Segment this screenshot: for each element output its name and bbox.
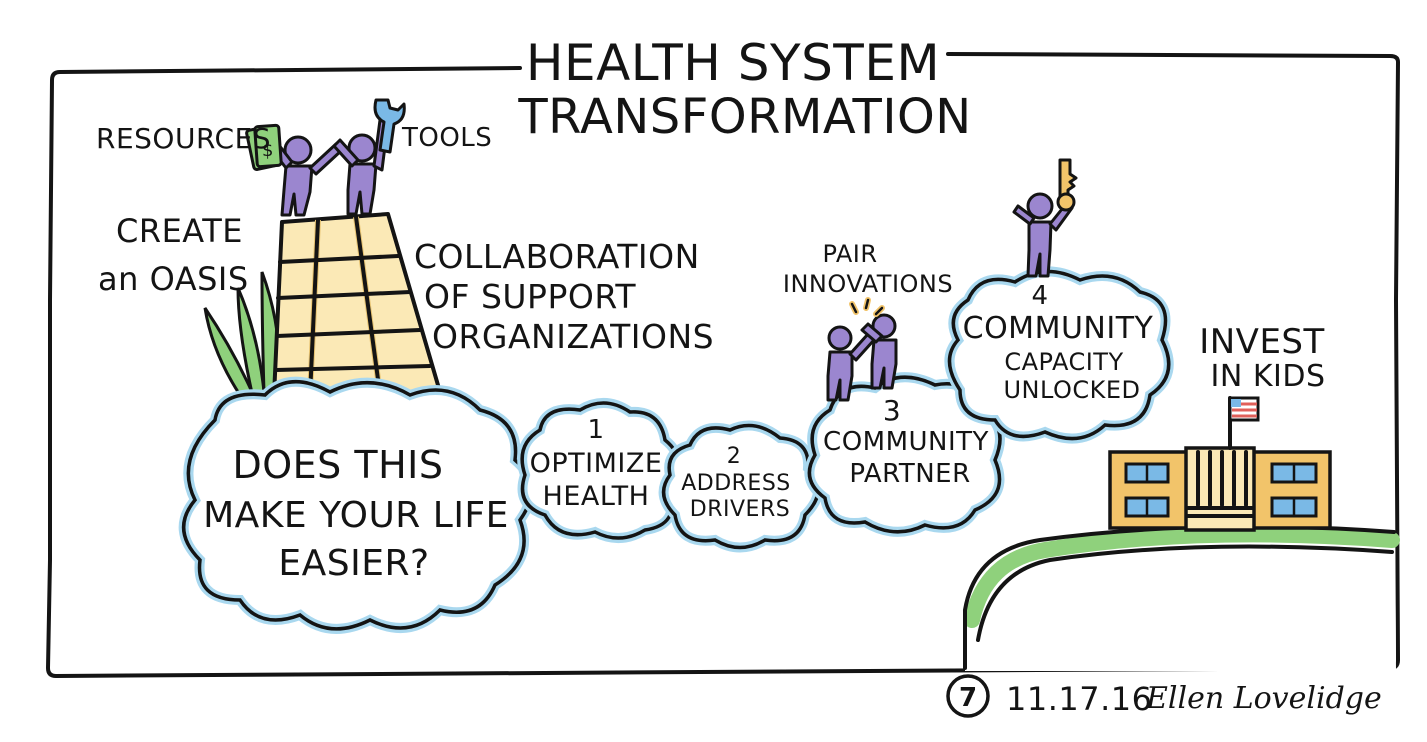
step-2-line-1: ADDRESS [681, 471, 791, 496]
spark-icon [849, 297, 885, 317]
hill [963, 524, 1400, 671]
step-3-line-1: COMMUNITY [823, 427, 989, 457]
svg-text:IN KIDS: IN KIDS [1211, 359, 1326, 394]
step-1-number: 1 [587, 415, 604, 445]
main-question-line-1: DOES THIS [233, 443, 444, 487]
svg-text:PAIR: PAIR [822, 240, 877, 268]
footer: 7 11.17.16 Ellen Lovelidge [946, 674, 1382, 718]
collaboration-label: COLLABORATION OF SUPPORT ORGANIZATIONS [414, 237, 714, 356]
svg-text:$: $ [262, 140, 273, 161]
tower-figures [264, 118, 390, 217]
step-1-line-2: HEALTH [543, 481, 650, 512]
signature: Ellen Lovelidge [1145, 681, 1382, 716]
svg-text:INNOVATIONS: INNOVATIONS [783, 270, 953, 298]
step-3-number: 3 [883, 394, 901, 427]
pair-innovations-figures [826, 297, 898, 402]
frame [46, 52, 1400, 678]
wrench-icon [373, 98, 406, 154]
step-2-number: 2 [727, 444, 742, 469]
create-oasis-label: CREATE an OASIS [98, 212, 249, 298]
main-question-line-2: MAKE YOUR LIFE [203, 495, 509, 536]
title-line-1: HEALTH SYSTEM [526, 34, 940, 92]
step-4-line-3: UNLOCKED [1003, 376, 1140, 404]
footer-date: 11.17.16 [1006, 680, 1153, 718]
pair-innovations-label: PAIR INNOVATIONS [783, 240, 953, 298]
page-number-badge [946, 674, 990, 718]
step-4-line-1: COMMUNITY [963, 311, 1154, 346]
key-icon [1056, 158, 1078, 212]
invest-in-kids-label: INVEST IN KIDS [1199, 322, 1325, 394]
step-4-line-2: CAPACITY [1004, 348, 1123, 376]
cloud-step-2: 2 ADDRESS DRIVERS [658, 420, 824, 553]
step-1-line-1: OPTIMIZE [530, 448, 663, 479]
step-2-line-2: DRIVERS [690, 497, 790, 522]
cloud-step-3: 3 COMMUNITY PARTNER [804, 372, 1005, 537]
resources-label: RESOURCES [96, 122, 271, 155]
svg-text:an OASIS: an OASIS [98, 260, 249, 298]
main-question-line-3: EASIER? [278, 543, 429, 584]
svg-text:OF SUPPORT: OF SUPPORT [424, 277, 636, 316]
school-building [1108, 396, 1332, 532]
page-number: 7 [959, 683, 977, 713]
cloud-main: DOES THIS MAKE YOUR LIFE EASIER? [178, 376, 537, 634]
svg-text:ORGANIZATIONS: ORGANIZATIONS [432, 317, 714, 356]
key-figure [1012, 158, 1078, 278]
cloud-step-1: 1 OPTIMIZE HEALTH [517, 398, 684, 543]
svg-text:COLLABORATION: COLLABORATION [414, 237, 700, 276]
money-icon: $ [245, 123, 283, 171]
title: HEALTH SYSTEM TRANSFORMATION [517, 34, 971, 145]
collaboration-tower [272, 212, 442, 398]
flag-icon [1228, 396, 1260, 422]
title-line-2: TRANSFORMATION [517, 89, 971, 145]
step-3-line-2: PARTNER [849, 459, 970, 489]
tools-label: TOOLS [401, 123, 492, 153]
cloud-step-4: 4 COMMUNITY CAPACITY UNLOCKED [944, 266, 1174, 444]
svg-text:CREATE: CREATE [116, 212, 243, 250]
step-4-number: 4 [1031, 281, 1048, 311]
svg-text:INVEST: INVEST [1199, 322, 1325, 362]
